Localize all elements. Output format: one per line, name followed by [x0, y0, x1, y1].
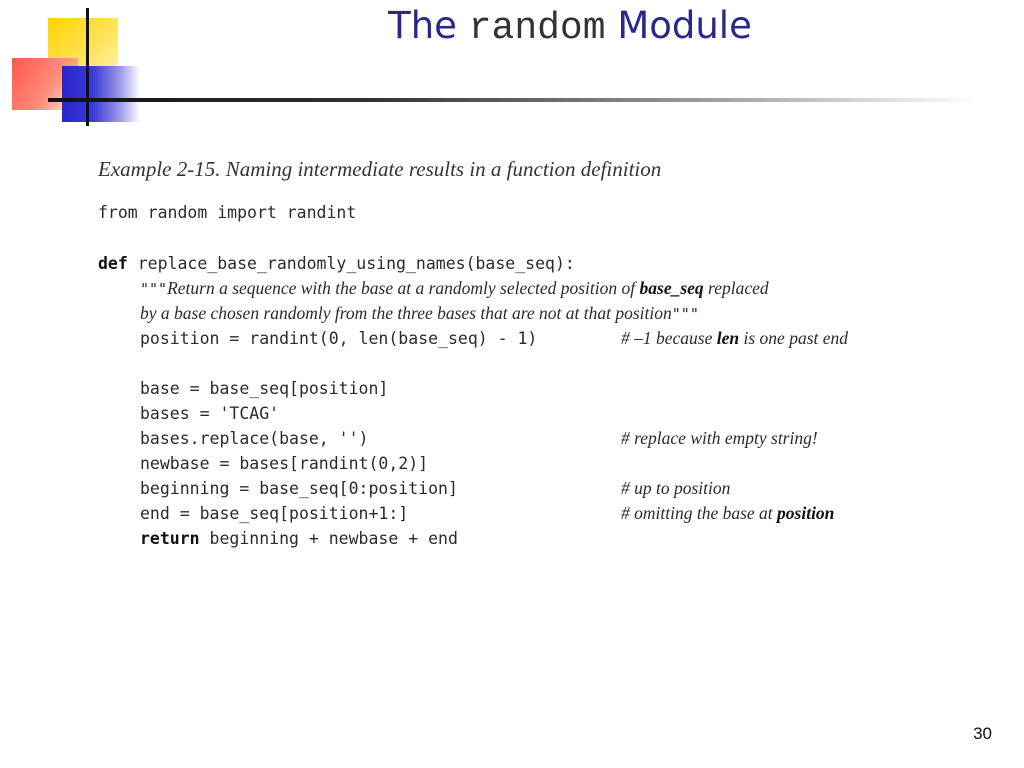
- code-return-line: return beginning + newbase + end: [140, 526, 458, 551]
- position-comment-start: # –1 because: [621, 328, 717, 348]
- code-beginning-line: beginning = base_seq[0:position]: [140, 479, 458, 498]
- code-newbase-line: newbase = bases[randint(0,2)]: [140, 454, 429, 473]
- def-keyword: def: [98, 254, 128, 273]
- code-end-line: end = base_seq[position+1:]: [140, 504, 409, 523]
- code-import-line: from random import randint: [98, 203, 357, 222]
- end-comment: # omitting the base at position: [621, 501, 834, 526]
- docstring-close-quotes: """: [671, 305, 699, 323]
- slide-title: The random Module: [300, 4, 840, 50]
- title-code-word: random: [468, 7, 606, 50]
- code-replace-line: bases.replace(base, ''): [140, 429, 369, 448]
- docstring-line2-text: by a base chosen randomly from the three…: [140, 303, 672, 323]
- code-def-line: def replace_base_randomly_using_names(ba…: [98, 251, 575, 276]
- position-comment-bold: len: [716, 328, 740, 348]
- docstring-line-1: """Return a sequence with the base at a …: [140, 276, 769, 302]
- docstring-line-2: by a base chosen randomly from the three…: [140, 301, 699, 327]
- docstring-line1-start: Return a sequence with the base at a ran…: [167, 278, 640, 298]
- code-bases-line: bases = 'TCAG': [140, 404, 280, 423]
- replace-comment: # replace with empty string!: [621, 428, 818, 448]
- def-signature: replace_base_randomly_using_names(base_s…: [137, 254, 575, 273]
- return-keyword: return: [140, 529, 200, 548]
- docstring-line1-bold: base_seq: [639, 278, 704, 298]
- position-comment: # –1 because len is one past end: [621, 326, 848, 351]
- end-comment-start: # omitting the base at: [621, 503, 778, 523]
- decorative-blue-square: [62, 66, 140, 122]
- position-comment-end: is one past end: [739, 328, 849, 348]
- beginning-comment: # up to position: [621, 478, 731, 498]
- title-underline-rule: [48, 98, 978, 102]
- docstring-line1-end: replaced: [703, 278, 769, 298]
- title-prefix: The: [388, 4, 457, 47]
- example-heading: Example 2-15. Naming intermediate result…: [98, 157, 662, 181]
- code-position-line: position = randint(0, len(base_seq) - 1): [140, 329, 538, 348]
- code-base-line: base = base_seq[position]: [140, 379, 389, 398]
- title-suffix: Module: [617, 4, 752, 47]
- docstring-open-quotes: """: [140, 280, 168, 298]
- page-number: 30: [973, 724, 992, 743]
- decorative-vertical-line: [86, 8, 89, 126]
- end-comment-bold: position: [777, 503, 835, 523]
- return-expression: beginning + newbase + end: [199, 529, 458, 548]
